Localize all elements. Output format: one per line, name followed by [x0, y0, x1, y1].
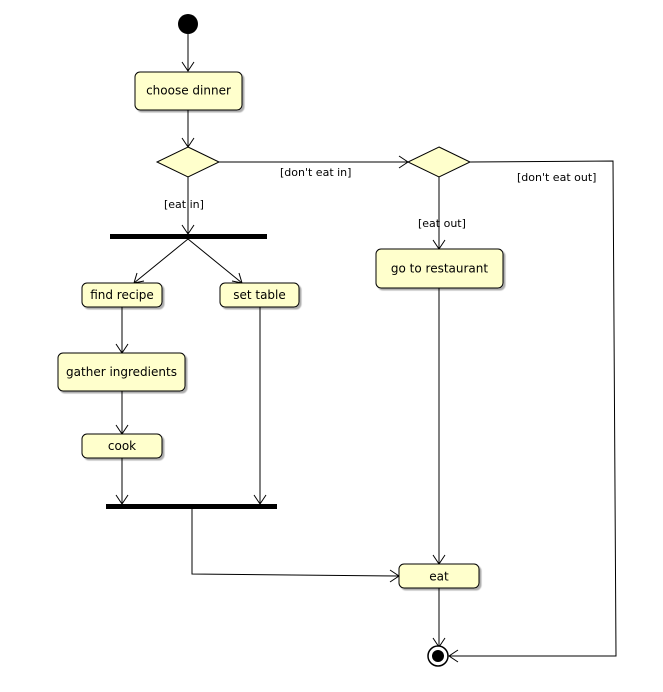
action-label: eat [429, 570, 449, 584]
join-bar [106, 504, 277, 509]
fork-bar [110, 234, 267, 239]
guard-dont-eat-in: [don't eat in] [280, 166, 351, 179]
action-eat: eat [398, 563, 480, 589]
action-label: go to restaurant [391, 262, 488, 276]
guard-dont-eat-out: [don't eat out] [517, 171, 596, 184]
action-go-to-restaurant: go to restaurant [375, 248, 504, 289]
initial-node [178, 14, 198, 34]
edge-dont-eat-out [449, 160, 617, 657]
action-label: find recipe [90, 288, 154, 302]
decision-eat-out [406, 146, 472, 178]
edge-join-to-eat [191, 509, 400, 577]
action-label: choose dinner [146, 84, 231, 98]
action-gather-ingredients: gather ingredients [57, 352, 186, 392]
guard-eat-in: [eat in] [164, 198, 204, 211]
action-find-recipe: find recipe [81, 282, 163, 308]
action-cook: cook [81, 433, 163, 459]
final-node [427, 645, 449, 667]
decision-eat-in [155, 146, 221, 178]
guard-eat-out: [eat out] [418, 217, 466, 230]
action-choose-dinner: choose dinner [134, 71, 243, 111]
action-label: set table [233, 288, 286, 302]
action-label: gather ingredients [66, 365, 177, 379]
edge-fork-to-find-recipe [133, 238, 189, 284]
edge-fork-to-set-table [187, 238, 243, 284]
action-label: cook [108, 439, 136, 453]
arrowhead [448, 649, 459, 663]
action-set-table: set table [219, 282, 300, 308]
arrowhead [181, 61, 195, 72]
